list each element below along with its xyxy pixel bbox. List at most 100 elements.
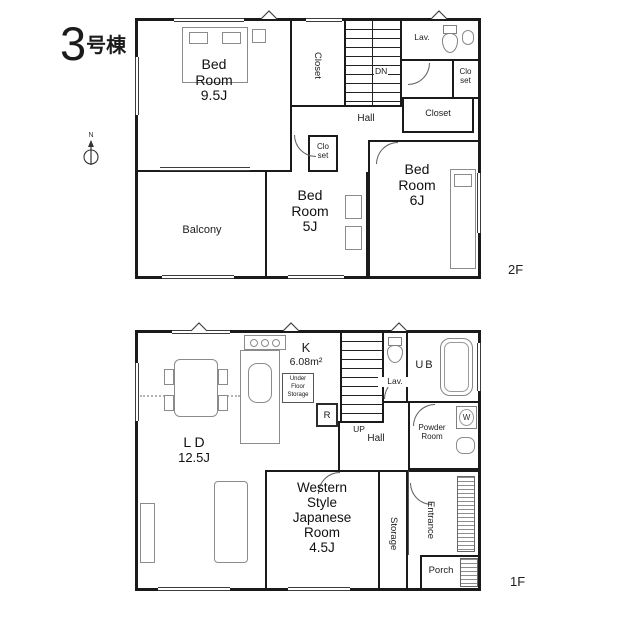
- compass-icon: N: [78, 132, 104, 172]
- room-size: 6.08m²: [289, 355, 323, 368]
- building-suffix: 号棟: [86, 35, 127, 57]
- floor-label-2f: 2F: [508, 262, 524, 277]
- room-label-living-dining: L D 12.5J: [160, 434, 228, 465]
- room-western: Western Style Japanese Room 4.5J: [265, 470, 380, 588]
- window-balcony-door: [160, 167, 250, 171]
- window: [477, 343, 481, 391]
- room-label-western: Western Style Japanese Room 4.5J: [287, 480, 357, 556]
- stair-treads: [342, 333, 382, 421]
- room-bedroom-95: Bed Room 9.5J: [138, 21, 292, 172]
- room-size: 6J: [409, 192, 425, 209]
- washbasin-icon: [456, 437, 475, 454]
- room-label-powder: Powder Room: [418, 423, 446, 442]
- washbasin-icon: [462, 30, 474, 45]
- room-name: L D: [183, 434, 205, 450]
- room-label-bedroom-95: Bed Room 9.5J: [166, 56, 262, 104]
- desk-icon: [345, 195, 362, 219]
- washing-machine-icon: W: [456, 406, 477, 429]
- stove-icon: [244, 335, 286, 350]
- chair-icon: [164, 369, 174, 385]
- tv-board-icon: [140, 503, 155, 563]
- room-balcony: Balcony: [138, 172, 267, 276]
- room-size: 4.5J: [309, 540, 335, 556]
- room-size: 5J: [302, 218, 318, 235]
- chair-icon: [218, 369, 228, 385]
- room-bedroom-6: Bed Room 6J: [368, 140, 478, 276]
- room-label-closet-right: Closet: [425, 108, 451, 118]
- window: [288, 275, 344, 279]
- room-unit-bath: UB: [408, 333, 478, 403]
- room-lavatory-2f: Lav.: [402, 21, 478, 61]
- compass-needle-icon: [83, 140, 99, 165]
- room-label-bedroom-6: Bed Room 6J: [384, 161, 450, 209]
- vent-marker-icon: [390, 322, 408, 332]
- refrigerator-box: R: [316, 403, 338, 427]
- chair-icon: [218, 395, 228, 411]
- room-entrance: Entrance: [408, 470, 478, 555]
- window: [158, 587, 230, 591]
- room-label-bedroom-5: Bed Room 5J: [277, 187, 343, 235]
- door-arc: [408, 63, 430, 85]
- floorplan-2f: Bed Room 9.5J Balcony Bed Room 5J Bed Ro…: [135, 10, 481, 279]
- room-label-entrance: Entrance: [425, 500, 436, 540]
- double-bed-icon: [182, 27, 248, 83]
- room-label-porch: Porch: [428, 565, 454, 576]
- window: [477, 173, 481, 233]
- window: [135, 363, 139, 421]
- nightstand-icon: [345, 226, 362, 250]
- stairs-2f: DN: [346, 21, 402, 107]
- wall: [338, 421, 340, 470]
- room-label-lavatory-1f: Lav.: [378, 376, 412, 387]
- burner-icon: [261, 338, 269, 347]
- room-name: Bed Room: [291, 187, 329, 219]
- stair-treads: [346, 21, 400, 105]
- window: [162, 275, 234, 279]
- vent-marker-icon: [282, 322, 300, 332]
- room-label-hall-1f: Hall: [367, 433, 385, 444]
- room-label-balcony: Balcony: [182, 224, 222, 236]
- room-closet-top: Closet: [292, 21, 346, 107]
- room-label-closet-split-right: Clo set: [459, 67, 472, 86]
- room-label-hall-2f: Hall: [357, 113, 375, 124]
- burner-icon: [250, 338, 258, 347]
- room-name: K: [301, 340, 311, 355]
- room-powder: Powder Room W: [408, 403, 478, 470]
- vent-marker-icon: [260, 10, 278, 20]
- porch-steps-icon: [460, 558, 478, 587]
- window: [306, 18, 342, 22]
- kitchen-sink-icon: [248, 363, 272, 403]
- room-label-unit-bath: UB: [415, 359, 435, 371]
- washer-label: W: [462, 413, 471, 422]
- floor-label-1f: 1F: [510, 574, 526, 589]
- burner-icon: [272, 338, 280, 347]
- dining-table-icon: [174, 359, 218, 417]
- stairs-up-label: UP: [344, 424, 374, 435]
- room-name: Bed Room: [195, 56, 233, 88]
- room-label-closet-top: Closet: [312, 51, 323, 79]
- bathtub-icon: [440, 338, 473, 396]
- under-floor-storage-box: Under Floor Storage: [282, 373, 314, 403]
- single-bed-icon: [450, 169, 476, 269]
- compass-north-label: N: [88, 132, 94, 139]
- toilet-icon: [387, 337, 403, 363]
- sofa-icon: [214, 481, 248, 563]
- vent-marker-icon: [430, 10, 448, 20]
- window: [174, 18, 244, 22]
- chair-icon: [164, 395, 174, 411]
- floorplan-1f: K 6.08m² Under Floor Storage UP Lav. UB …: [135, 322, 481, 591]
- window: [135, 57, 139, 115]
- room-porch: Porch: [420, 555, 478, 588]
- room-size: 9.5J: [200, 87, 228, 104]
- room-closet-right: Closet: [402, 97, 474, 133]
- room-label-closet-split-mid: Clo set: [316, 142, 329, 161]
- room-label-storage: Storage: [388, 517, 399, 551]
- shoe-cabinet-icon: [457, 476, 475, 552]
- window: [288, 587, 350, 591]
- room-name: Western Style Japanese Room: [292, 480, 352, 541]
- nightstand-icon: [252, 29, 266, 43]
- vent-marker-icon: [190, 322, 208, 332]
- toilet-icon: [442, 25, 458, 53]
- room-closet-split-right: Clo set: [452, 61, 478, 99]
- kitchen-counter-icon: [240, 350, 280, 444]
